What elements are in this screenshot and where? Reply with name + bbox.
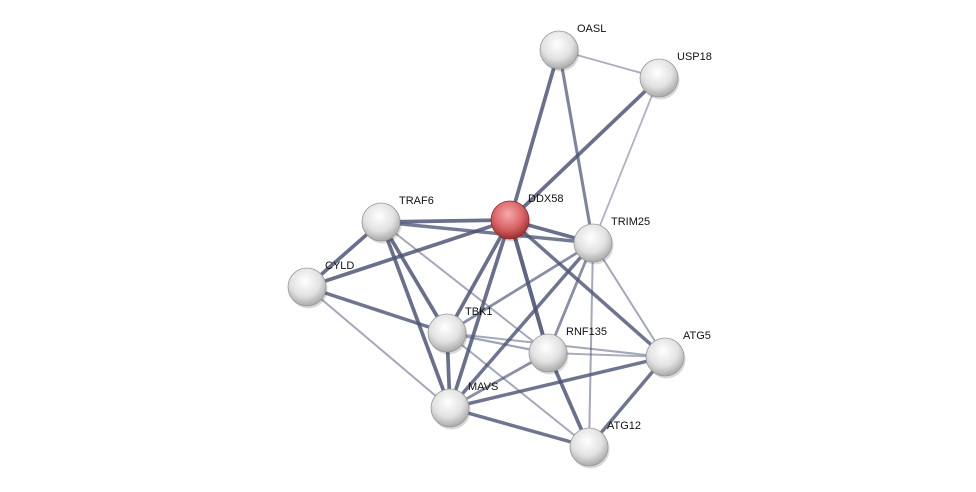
edge-traf6-rnf135[interactable] <box>380 221 549 354</box>
node-sphere[interactable] <box>287 267 327 307</box>
node-tbk1[interactable]: TBK1 <box>427 306 493 355</box>
node-label: MAVS <box>468 381 498 393</box>
node-label: ATG5 <box>683 330 711 342</box>
node-label: TBK1 <box>465 306 493 318</box>
node-label: OASL <box>577 23 606 35</box>
node-sphere[interactable] <box>361 202 401 242</box>
node-label: USP18 <box>677 51 712 63</box>
node-sphere[interactable] <box>569 427 609 467</box>
edge-trim25-atg5[interactable] <box>592 242 666 358</box>
node-traf6[interactable]: TRAF6 <box>361 195 434 244</box>
edge-tbk1-atg12[interactable] <box>446 332 590 448</box>
node-cyld[interactable]: CYLD <box>287 260 354 309</box>
node-atg5[interactable]: ATG5 <box>645 330 711 379</box>
edge-usp18-trim25[interactable] <box>592 77 660 244</box>
node-sphere[interactable] <box>528 333 568 373</box>
edge-oasl-trim25[interactable] <box>557 49 595 244</box>
edge-ddx58-rnf135[interactable] <box>508 219 550 354</box>
edge-trim25-atg12[interactable] <box>588 242 594 448</box>
node-trim25[interactable]: TRIM25 <box>573 216 650 265</box>
edge-usp18-ddx58[interactable] <box>508 76 661 222</box>
edge-ddx58-traf6[interactable] <box>380 218 511 224</box>
node-sphere[interactable] <box>490 200 530 240</box>
node-rnf135[interactable]: RNF135 <box>528 326 607 375</box>
node-sphere[interactable] <box>427 313 467 353</box>
edge-ddx58-tbk1[interactable] <box>445 219 512 334</box>
node-sphere[interactable] <box>539 30 579 70</box>
node-sphere[interactable] <box>430 388 470 428</box>
edge-trim25-mavs[interactable] <box>448 241 595 410</box>
node-ddx58[interactable]: DDX58 <box>490 193 563 242</box>
node-sphere[interactable] <box>645 337 685 377</box>
node-sphere[interactable] <box>639 58 679 98</box>
edge-trim25-tbk1[interactable] <box>446 241 594 335</box>
edge-trim25-rnf135[interactable] <box>546 242 595 354</box>
edge-traf6-trim25[interactable] <box>380 220 594 245</box>
edge-cyld-tbk1[interactable] <box>306 285 448 335</box>
node-sphere[interactable] <box>573 223 613 263</box>
edge-cyld-mavs[interactable] <box>306 286 451 409</box>
edge-ddx58-atg5[interactable] <box>508 218 667 359</box>
node-label: DDX58 <box>528 193 563 205</box>
edge-atg5-atg12[interactable] <box>587 355 667 449</box>
edge-mavs-atg5[interactable] <box>449 355 666 410</box>
edge-rnf135-atg5[interactable] <box>547 352 666 358</box>
edge-traf6-mavs[interactable] <box>379 221 452 409</box>
node-atg12[interactable]: ATG12 <box>569 420 641 469</box>
edge-mavs-atg12[interactable] <box>449 406 590 449</box>
node-label: CYLD <box>325 260 354 272</box>
node-label: RNF135 <box>566 326 607 338</box>
node-mavs[interactable]: MAVS <box>430 381 498 430</box>
node-label: TRIM25 <box>611 216 650 228</box>
node-label: TRAF6 <box>399 195 434 207</box>
edge-oasl-ddx58[interactable] <box>508 49 561 221</box>
node-label: ATG12 <box>607 420 641 432</box>
edge-traf6-tbk1[interactable] <box>379 221 449 334</box>
node-usp18[interactable]: USP18 <box>639 51 712 100</box>
node-oasl[interactable]: OASL <box>539 23 606 72</box>
